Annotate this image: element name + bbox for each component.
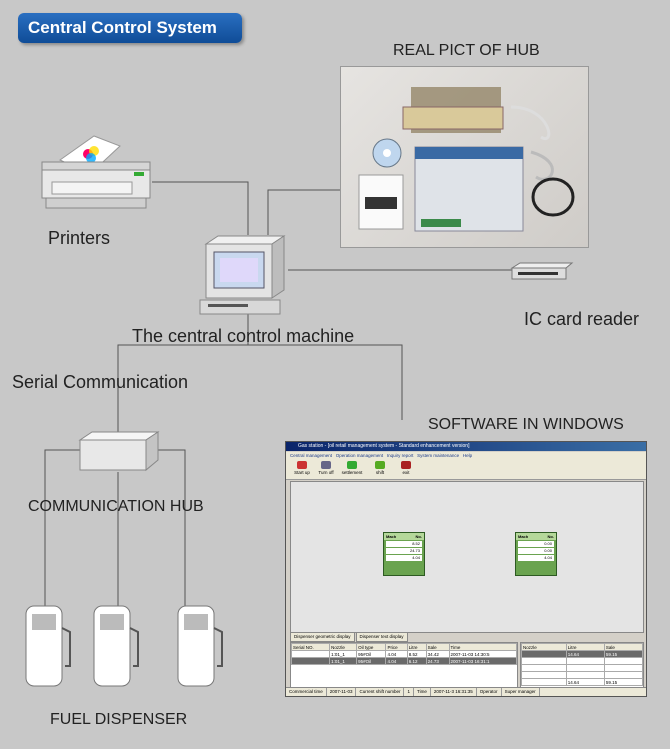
real-pict-label: REAL PICT OF HUB (393, 42, 540, 59)
tab-geometric[interactable]: Dispenser geometric display (290, 632, 355, 642)
fuel-dispenser-icon (93, 605, 139, 687)
dispenser-canvas: Mach No. 8.52 24.73 4.04 Mach No. 0.00 0… (290, 481, 644, 633)
computer-icon (199, 235, 286, 315)
toolbar: Start up Turn off settlement shift exit (286, 459, 646, 480)
shift-button[interactable]: shift (368, 461, 392, 477)
fuel-dispenser-icon (25, 605, 71, 687)
software-label: SOFTWARE IN WINDOWS (428, 416, 624, 433)
hub-photo (340, 66, 589, 248)
card-reader-icon (510, 262, 574, 280)
window-title: Gas station - [oil retail management sys… (286, 442, 646, 451)
communication-hub-icon (78, 431, 160, 472)
exit-button[interactable]: exit (394, 461, 418, 477)
turnoff-button[interactable]: Turn off (314, 461, 338, 477)
menu-item[interactable]: Central management (290, 453, 333, 458)
fuel-dispenser-icon (177, 605, 223, 687)
fuel-dispenser-label: FUEL DISPENSER (50, 711, 188, 728)
menu-item[interactable]: Inquiry report (386, 453, 414, 458)
menu-item[interactable]: Help (462, 453, 473, 458)
serial-comm-label: Serial Communication (12, 372, 189, 392)
startup-button[interactable]: Start up (290, 461, 314, 477)
comm-hub-label: COMMUNICATION HUB (28, 498, 204, 515)
menu-item[interactable]: System maintenance (417, 453, 460, 458)
central-machine-label: The central control machine (132, 326, 355, 346)
settlement-button[interactable]: settlement (340, 461, 364, 477)
printers-label: Printers (48, 228, 111, 248)
pump-card[interactable]: Mach No. 0.00 0.00 4.04 (515, 532, 557, 576)
pump-card[interactable]: Mach No. 8.52 24.73 4.04 (383, 532, 425, 576)
menu-bar: Central management Operation management … (286, 452, 646, 459)
tab-text[interactable]: Dispenser text display (355, 632, 408, 642)
software-window: Gas station - [oil retail management sys… (285, 441, 647, 697)
ic-card-reader-label: IC card reader (524, 309, 640, 329)
menu-item[interactable]: Operation management (335, 453, 384, 458)
page-title: Central Control System (18, 13, 242, 43)
printer-icon (41, 135, 151, 209)
